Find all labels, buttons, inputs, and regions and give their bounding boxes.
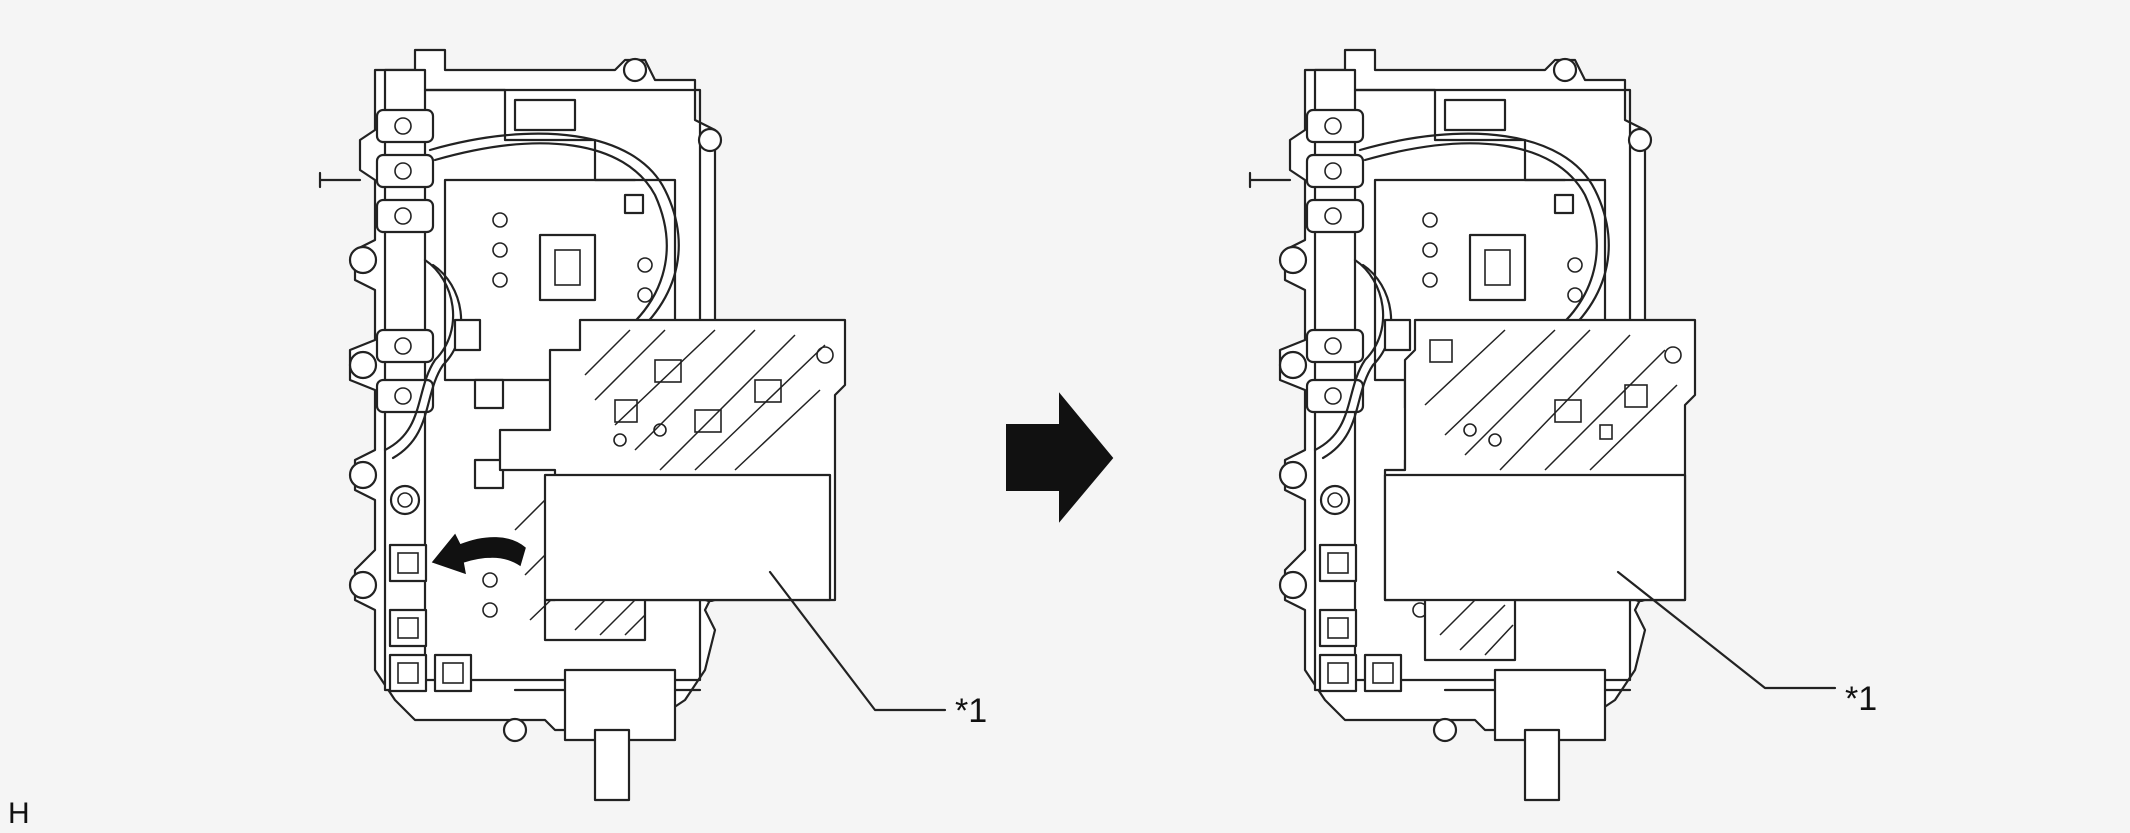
unit-after xyxy=(1248,48,1697,802)
callout-label-left: *1 xyxy=(955,692,987,730)
cover-box xyxy=(543,473,832,602)
leader-line-right xyxy=(1616,570,1837,690)
curved-arrow-icon xyxy=(431,533,526,575)
leader-line-left xyxy=(768,570,947,712)
callout-label-right: *1 xyxy=(1845,680,1877,718)
cover-hatching-installed xyxy=(1424,329,1678,656)
cover-box-installed xyxy=(1383,473,1687,602)
right-arrow-icon xyxy=(1006,392,1114,523)
corner-label: H xyxy=(8,797,30,830)
unit-before xyxy=(318,48,847,802)
